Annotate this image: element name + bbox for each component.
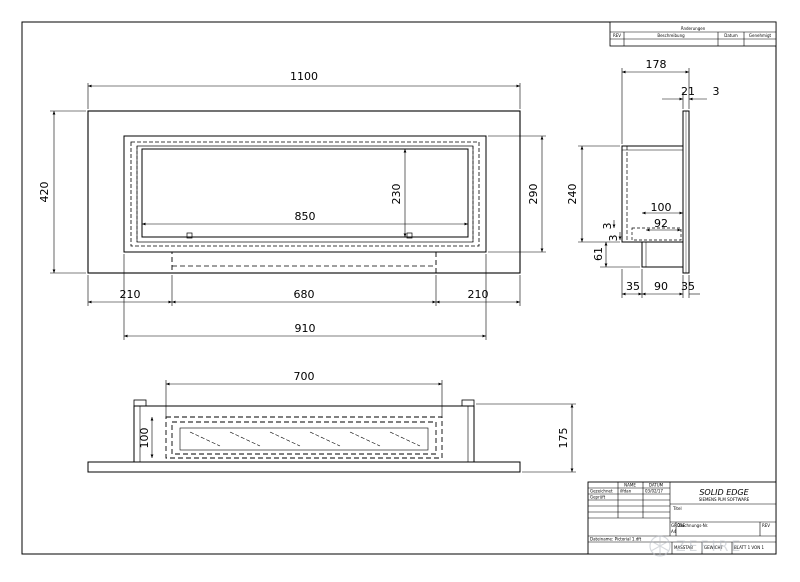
dim-side-inner-b: 92: [654, 217, 668, 230]
top-dimensions: [150, 382, 576, 473]
tb-brand: SOLID EDGE: [699, 488, 749, 497]
top-body: [133, 405, 475, 463]
dim-side-inner-a: 100: [651, 201, 672, 214]
side-burner: [641, 241, 684, 268]
dim-front-width: 1100: [290, 70, 318, 83]
side-view: [621, 110, 690, 274]
dim-side-height: 240: [566, 184, 579, 205]
revision-col-rev: REV: [613, 33, 621, 38]
dim-side-bottom-height: 61: [592, 247, 605, 261]
dim-side-depth: 178: [646, 58, 667, 71]
tb-brand-sub: SIEMENS PLM SOFTWARE: [699, 497, 750, 502]
dim-side-bottom-right: 35: [681, 280, 695, 293]
front-hidden-burner: [171, 251, 437, 274]
top-burner-outline: [165, 416, 443, 459]
tb-size-value: A4: [671, 529, 677, 534]
tb-col-name: NAME: [624, 483, 636, 488]
tb-drawing-label: Zeichnungs-Nr.: [678, 523, 708, 528]
front-view: [87, 110, 521, 274]
revision-header: Änderungen: [681, 26, 706, 31]
dim-top-total-depth: 175: [557, 428, 570, 449]
dim-side-bottom-center: 90: [654, 280, 668, 293]
dim-center-width: 680: [294, 288, 315, 301]
tb-title-label: Titel: [672, 506, 682, 511]
dim-side-small-a: 3: [601, 223, 614, 230]
dim-side-top-b: 3: [713, 85, 720, 98]
dim-side-bottom-left: 35: [626, 280, 640, 293]
tb-sheet-label: BLATT 1 VON 1: [734, 545, 764, 550]
front-opening-outer: [123, 135, 487, 253]
tb-row1-date: 03/02/17: [645, 489, 663, 494]
tb-rev-label: REV: [762, 523, 770, 528]
dim-right-margin: 210: [468, 288, 489, 301]
side-dimension-labels: 178 21 3 240 100 92 3 3 61 35 90 35: [566, 58, 720, 293]
tb-row1-label: Gezeichnet: [590, 489, 613, 494]
revision-col-description: Beschreibung: [657, 33, 685, 38]
sheet-border: [21, 21, 777, 555]
watermark-text: ZEFIRE: [676, 539, 743, 555]
dim-top-width: 700: [294, 370, 315, 383]
title-block-text: NAME DATUM Gezeichnet ilfdan 03/02/17 Ge…: [590, 483, 770, 551]
revision-col-approved: Genehmigt: [749, 33, 772, 38]
dim-top-inner-depth: 100: [138, 428, 151, 449]
side-body: [621, 145, 684, 243]
tb-size-label: GRÖßE: [671, 523, 686, 528]
top-dimension-labels: 700 100 175: [138, 370, 570, 449]
revision-col-date: Datum: [724, 33, 738, 38]
title-block: [587, 481, 777, 555]
front-dimension-labels: 1100 420 290 230 850 210 680 210 910: [38, 70, 540, 335]
tb-row2-label: Geprüft: [590, 495, 606, 500]
revision-table: Änderungen REV Beschreibung Datum Genehm…: [609, 21, 777, 47]
dim-side-top-a: 21: [681, 85, 695, 98]
dim-side-small-b: 3: [607, 235, 620, 242]
dim-opening-height: 230: [390, 184, 403, 205]
front-dimensions: [50, 83, 546, 340]
dim-opening-outer-width: 910: [295, 322, 316, 335]
tb-col-date: DATUM: [649, 483, 664, 488]
top-front-plate: [87, 461, 521, 473]
dim-left-margin: 210: [120, 288, 141, 301]
front-glass-opening: [141, 148, 469, 238]
dim-inner-width: 850: [295, 210, 316, 223]
top-view: [87, 380, 521, 473]
dim-opening-outer-height: 290: [527, 184, 540, 205]
tb-row1-name: ilfdan: [620, 489, 632, 494]
tb-weight-label: GEWICHT: [704, 545, 724, 550]
side-dimensions: [578, 68, 707, 298]
front-panel-outline: [87, 110, 521, 274]
tb-file-label: Dateiname: Pictorial 1.dft: [590, 537, 642, 542]
watermark-logo: ZEFIRE: [649, 535, 743, 557]
dim-front-height: 420: [38, 182, 51, 203]
tb-scale-label: MASSTAB: [674, 545, 693, 550]
